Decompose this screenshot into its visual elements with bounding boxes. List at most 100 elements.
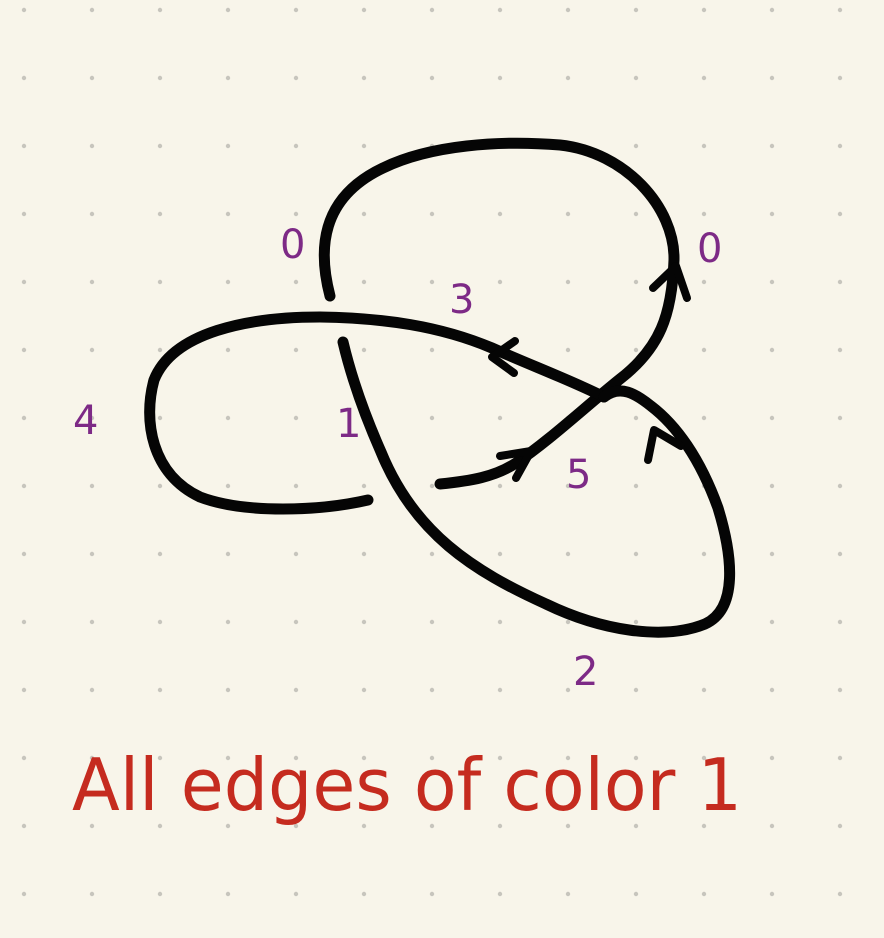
grid-dot [293,891,299,897]
grid-dot [769,687,775,693]
grid-dot [701,279,707,285]
grid-dot [837,687,843,693]
grid-dot [157,279,163,285]
label-2: 2 [573,649,598,695]
grid-dot [837,823,843,829]
grid-dot [21,347,27,353]
grid-dot [293,75,299,81]
grid-dot [361,211,367,217]
grid-dot [701,823,707,829]
grid-dot [225,551,231,557]
grid-dot [701,143,707,149]
grid-dot [565,551,571,557]
grid-dot [21,415,27,421]
grid-dot [769,7,775,13]
grid-dot [157,483,163,489]
grid-dot [701,7,707,13]
grid-dot [633,279,639,285]
grid-dot [633,619,639,625]
grid-dot [429,891,435,897]
grid-dot [701,551,707,557]
grid-dot [633,415,639,421]
grid-dot [225,755,231,761]
grid-dot [361,483,367,489]
grid-dot [225,143,231,149]
grid-dot [429,347,435,353]
grid-dot [157,755,163,761]
arrow-center-right [496,447,535,482]
edge-lower-loop [337,336,736,638]
grid-dot [565,483,571,489]
grid-dot [701,415,707,421]
grid-dot [769,347,775,353]
grid-dot [701,687,707,693]
grid-dot [225,687,231,693]
grid-dot [89,415,95,421]
grid-dot [565,823,571,829]
grid-dot [157,415,163,421]
grid-dot [701,755,707,761]
grid-dot [565,619,571,625]
grid-dot [701,891,707,897]
grid-dot [89,687,95,693]
grid-dot [225,7,231,13]
grid-dot [497,755,503,761]
grid-dot [21,755,27,761]
grid-dot [293,551,299,557]
grid-dot [361,347,367,353]
grid-dot [89,755,95,761]
grid-dot [429,687,435,693]
edge-upper-loop [318,137,680,490]
grid-dot [21,7,27,13]
grid-dot [293,7,299,13]
grid-dot [21,687,27,693]
grid-dot [89,891,95,897]
grid-dot [293,483,299,489]
grid-dot [633,75,639,81]
grid-dot [89,143,95,149]
grid-dot [157,551,163,557]
grid-dot [89,551,95,557]
arrow-lower-right [644,426,685,464]
grid-dot [157,687,163,693]
grid-dot [565,891,571,897]
label-1: 1 [336,401,361,447]
grid-dot [89,279,95,285]
grid-dot [565,7,571,13]
grid-dot [565,211,571,217]
grid-dot [21,551,27,557]
grid-dot [21,75,27,81]
grid-dot [157,143,163,149]
grid-dot [837,415,843,421]
grid-dot [89,347,95,353]
grid-dot [225,823,231,829]
grid-dot [769,75,775,81]
grid-dot [429,755,435,761]
grid-dot [361,891,367,897]
grid-dot [21,279,27,285]
grid-dot [633,7,639,13]
grid-dot [429,279,435,285]
grid-dot [89,7,95,13]
grid-dot [89,75,95,81]
grid-dot [633,551,639,557]
grid-dot [769,211,775,217]
caption-text: All edges of color 1 [72,743,742,827]
grid-dot [293,619,299,625]
grid-dot [293,823,299,829]
grid-dot [225,347,231,353]
grid-dot [769,551,775,557]
grid-dot [497,891,503,897]
grid-dot [89,211,95,217]
grid-dot [769,823,775,829]
grid-dot [293,143,299,149]
grid-dot [633,211,639,217]
grid-dot [157,347,163,353]
grid-dot [225,75,231,81]
grid-dot [361,143,367,149]
arrow-upper-right [649,262,691,302]
grid-dot [429,7,435,13]
